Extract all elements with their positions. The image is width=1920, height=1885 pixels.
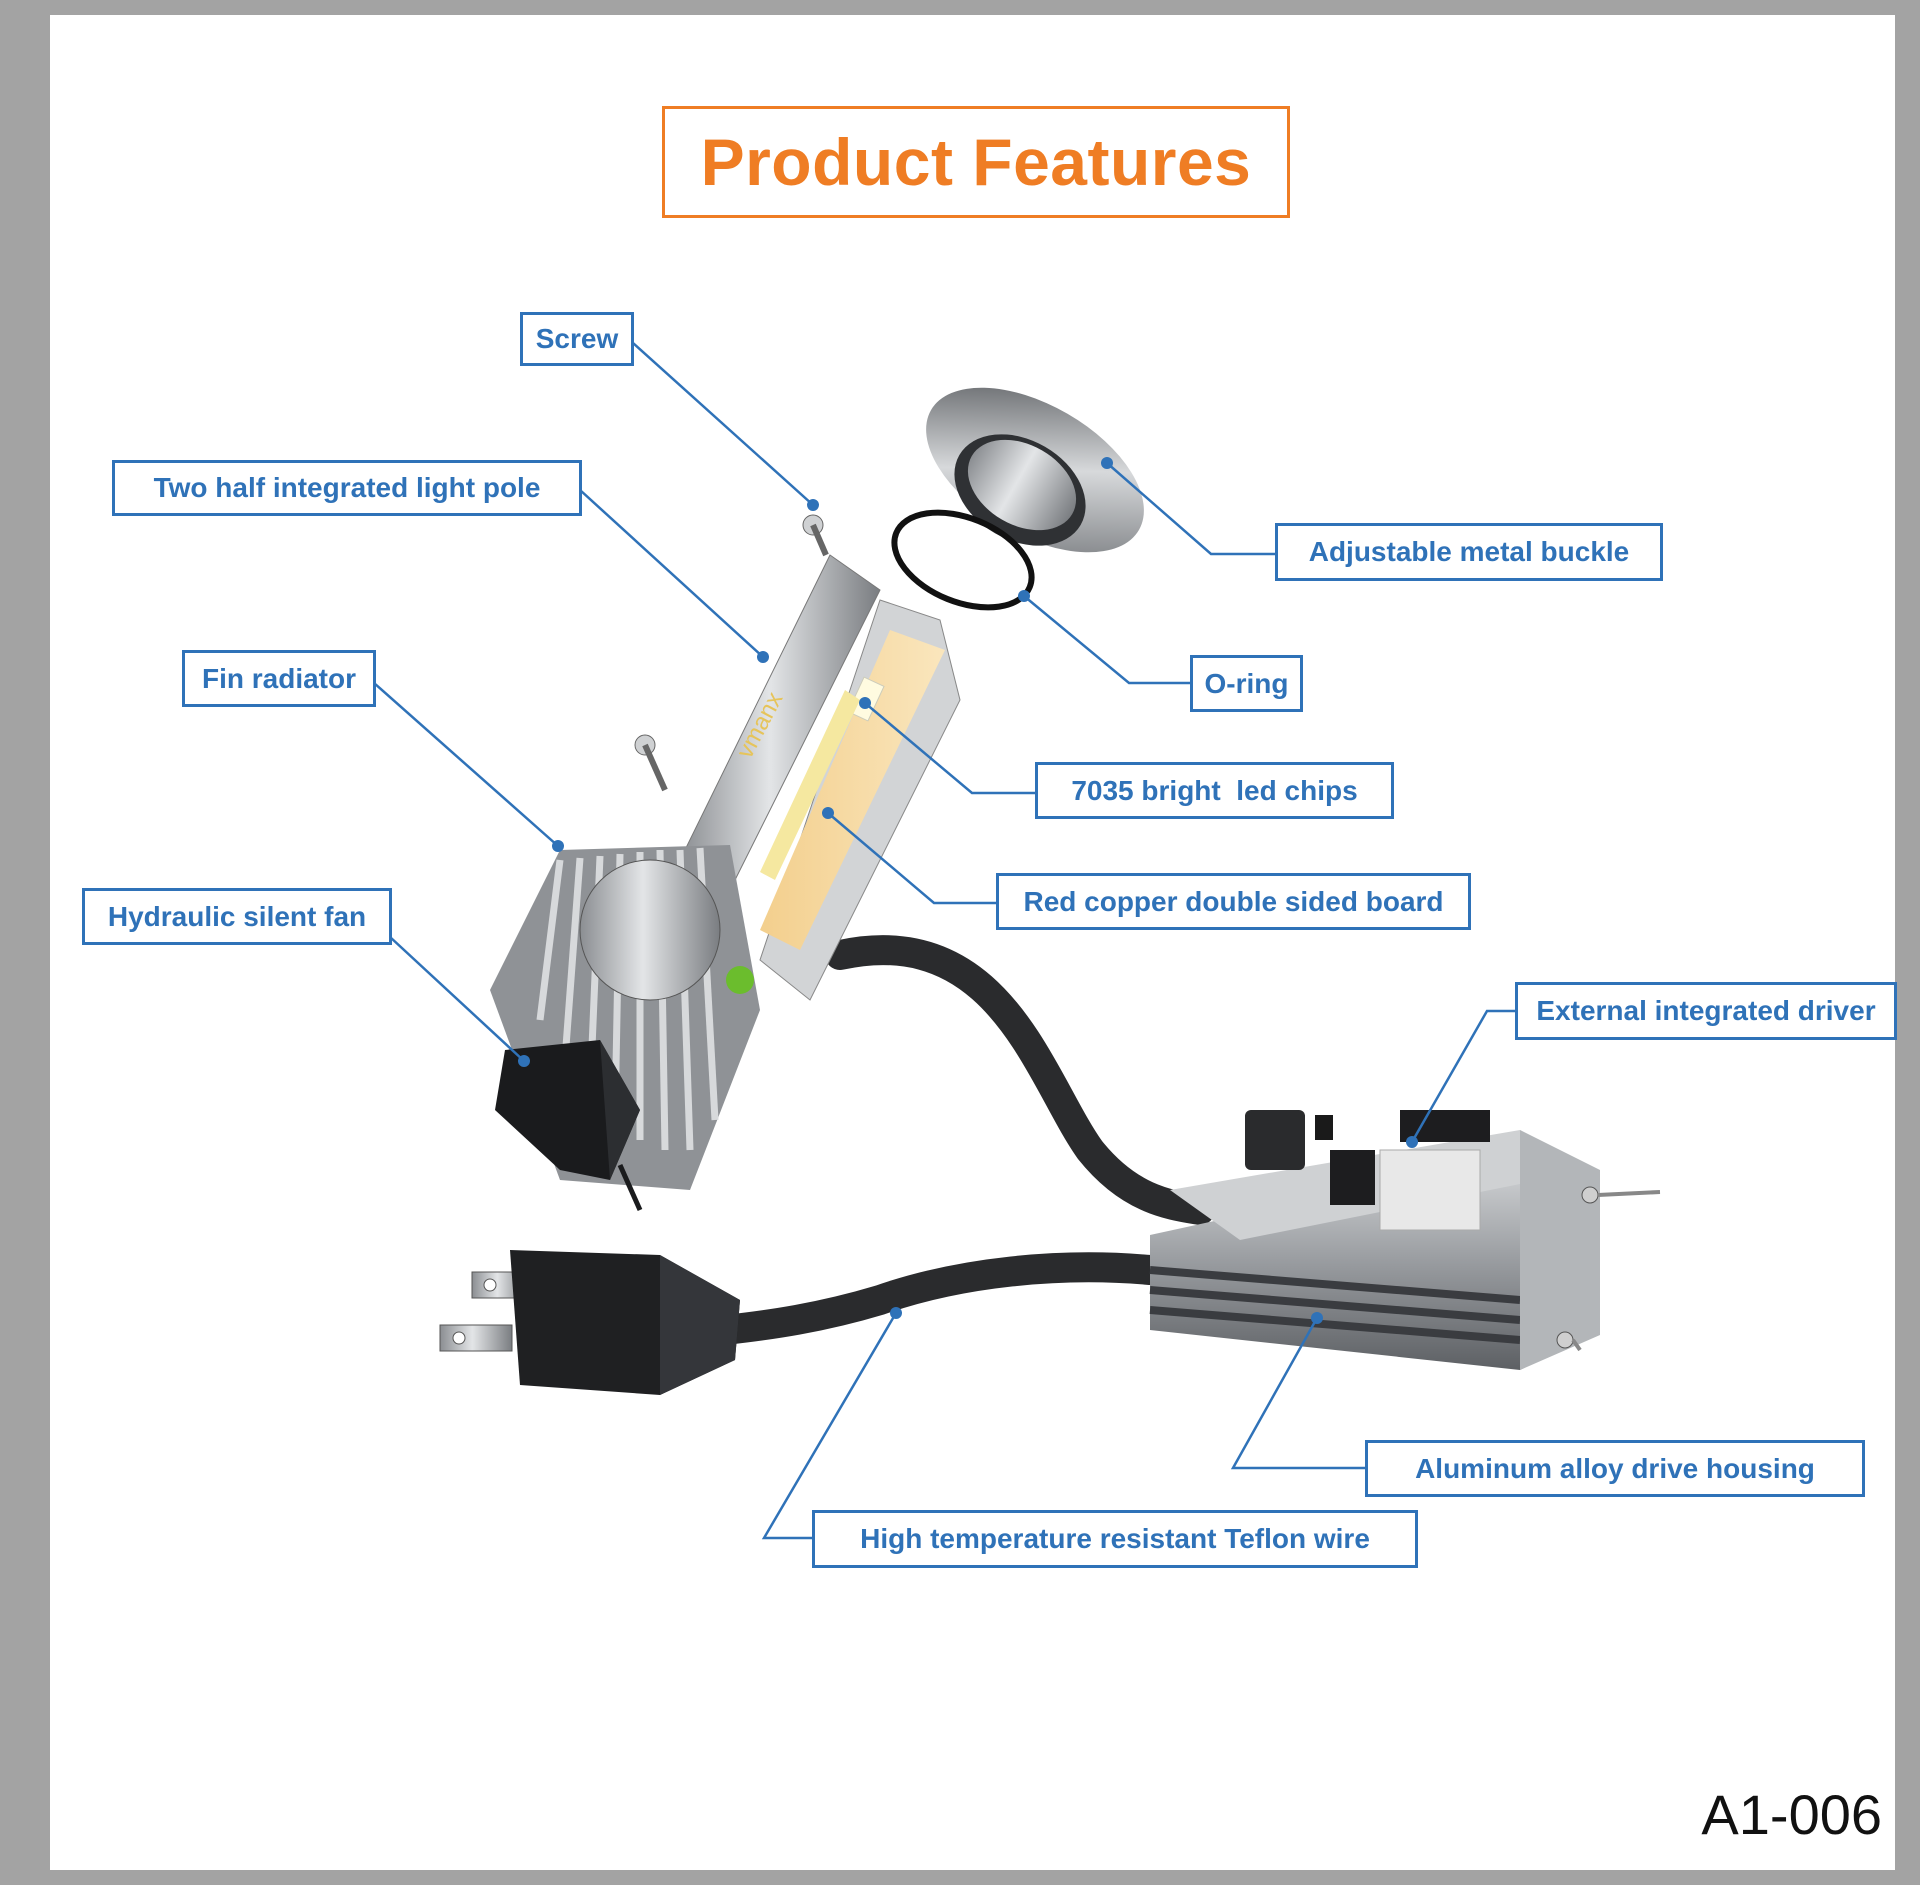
label-fin-radiator: Fin radiator [182, 650, 376, 707]
label-light-pole: Two half integrated light pole [112, 460, 582, 516]
label-copper-board: Red copper double sided board [996, 873, 1471, 930]
label-housing-text: Aluminum alloy drive housing [1415, 1453, 1815, 1485]
leader-screw [633, 343, 813, 505]
label-led-chips: 7035 bright led chips [1035, 762, 1394, 819]
leader-fin-radiator [374, 683, 558, 846]
label-buckle-text: Adjustable metal buckle [1309, 536, 1630, 568]
connector-plug [440, 1250, 740, 1395]
label-driver: External integrated driver [1515, 982, 1897, 1040]
label-screw: Screw [520, 312, 634, 366]
label-o-ring-text: O-ring [1205, 668, 1289, 700]
label-wire-text: High temperature resistant Teflon wire [860, 1523, 1370, 1555]
model-code: A1-006 [1701, 1782, 1882, 1847]
metal-buckle [899, 354, 1172, 587]
title-box: Product Features [662, 106, 1290, 218]
label-screw-text: Screw [536, 323, 619, 355]
label-copper-board-text: Red copper double sided board [1023, 886, 1443, 918]
label-housing: Aluminum alloy drive housing [1365, 1440, 1865, 1497]
label-led-chips-text: 7035 bright led chips [1071, 775, 1357, 807]
label-driver-text: External integrated driver [1536, 995, 1875, 1027]
label-fin-radiator-text: Fin radiator [202, 663, 356, 695]
label-fan: Hydraulic silent fan [82, 888, 392, 945]
driver-assembly [1150, 1110, 1660, 1370]
label-buckle: Adjustable metal buckle [1275, 523, 1663, 581]
page-title: Product Features [701, 124, 1252, 200]
leader-wire [764, 1313, 896, 1538]
label-wire: High temperature resistant Teflon wire [812, 1510, 1418, 1568]
lamp-cable [840, 950, 1200, 1210]
label-fan-text: Hydraulic silent fan [108, 901, 366, 933]
plug-cable [725, 1267, 1150, 1330]
label-light-pole-text: Two half integrated light pole [154, 472, 541, 504]
leader-o-ring [1024, 596, 1193, 683]
leader-light-pole [580, 490, 763, 657]
label-o-ring: O-ring [1190, 655, 1303, 712]
